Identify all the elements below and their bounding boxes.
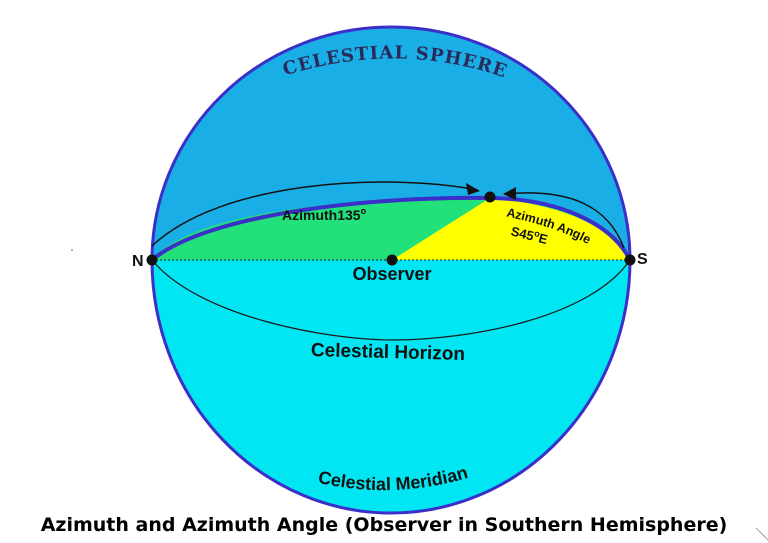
azimuth-angle-sector [392,198,630,260]
azimuth-arrow [151,181,479,247]
north-label: N [132,253,144,270]
sphere-outline-lower [150,259,632,515]
observer-point [386,254,398,266]
azimuth-label: Azimuth135o [282,206,367,223]
south-label: S [637,251,648,268]
celestial-horizon-line [151,259,631,341]
azimuth-angle-arrow [503,192,625,249]
stray-tick [755,527,768,541]
star-point [484,191,496,203]
stray-dot [71,249,73,251]
azimuth-arrow-head [466,183,480,195]
horizon-label: Celestial Horizon [311,340,466,365]
sphere-outline-upper [150,25,632,261]
azimuth-angle-value: S45oE [509,222,549,247]
north-point [146,254,158,266]
figure-caption: Azimuth and Azimuth Angle (Observer in S… [40,514,728,536]
azimuth-angle-arrow-head [503,187,516,200]
azimuth-sector [152,198,490,260]
south-point [624,254,636,266]
observer-label: Observer [352,264,431,284]
horizon-back-arc [150,195,632,262]
